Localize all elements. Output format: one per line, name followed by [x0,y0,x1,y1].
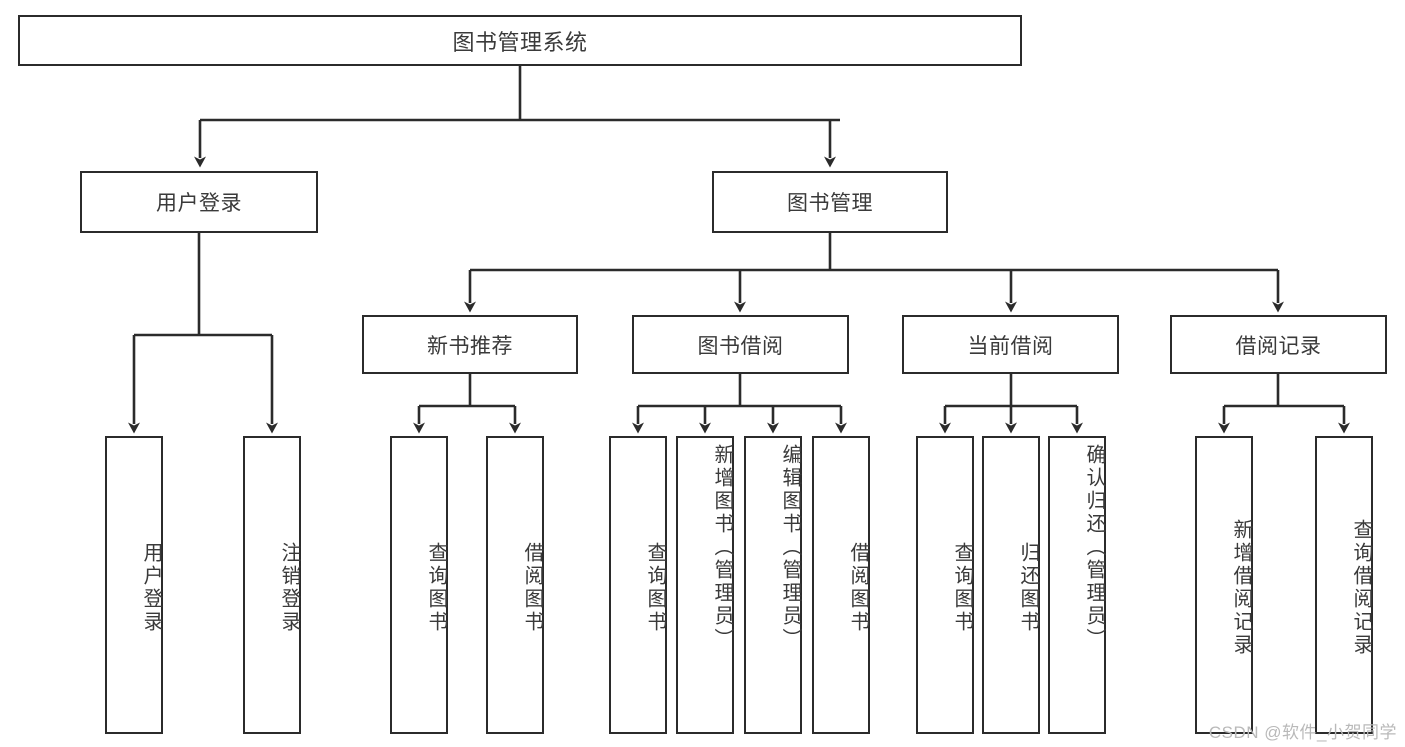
watermark: CSDN @软件_小贺同学 [1208,723,1397,742]
leaf-label: 查询图书 [425,542,447,634]
leaf-label: 编辑图书（管理员） [779,444,801,651]
leaf-query-book-newbook[interactable]: 查询图书 [390,436,448,734]
leaf-user-login[interactable]: 用户登录 [105,436,163,734]
leaf-logout-login[interactable]: 注销登录 [243,436,301,734]
leaf-label: 归还图书 [1017,542,1039,634]
leaf-add-borrow-record[interactable]: 新增借阅记录 [1195,436,1253,734]
leaf-label: 查询借阅记录 [1350,519,1372,657]
leaf-query-borrow-record[interactable]: 查询借阅记录 [1315,436,1373,734]
node-user-login[interactable]: 用户登录 [80,171,318,233]
node-book-management[interactable]: 图书管理 [712,171,948,233]
leaf-label: 确认归还（管理员） [1083,444,1105,651]
leaf-label: 新增借阅记录 [1230,519,1252,657]
leaf-label: 查询图书 [644,542,666,634]
leaf-label: 用户登录 [140,542,162,634]
leaf-borrow-book-newbook[interactable]: 借阅图书 [486,436,544,734]
node-borrow-record[interactable]: 借阅记录 [1170,315,1387,374]
leaf-query-book-borrow[interactable]: 查询图书 [609,436,667,734]
leaf-label: 借阅图书 [521,542,543,634]
leaf-label: 借阅图书 [847,542,869,634]
leaf-confirm-return-admin[interactable]: 确认归还（管理员） [1048,436,1106,734]
node-book-borrow[interactable]: 图书借阅 [632,315,849,374]
node-current-borrow[interactable]: 当前借阅 [902,315,1119,374]
leaf-borrow-book-borrow[interactable]: 借阅图书 [812,436,870,734]
leaf-query-book-current[interactable]: 查询图书 [916,436,974,734]
node-new-book-recommend[interactable]: 新书推荐 [362,315,578,374]
leaf-return-book[interactable]: 归还图书 [982,436,1040,734]
leaf-edit-book-admin[interactable]: 编辑图书（管理员） [744,436,802,734]
leaf-label: 查询图书 [951,542,973,634]
leaf-label: 新增图书（管理员） [711,444,733,651]
node-root-system[interactable]: 图书管理系统 [18,15,1022,66]
leaf-label: 注销登录 [278,542,300,634]
leaf-add-book-admin[interactable]: 新增图书（管理员） [676,436,734,734]
